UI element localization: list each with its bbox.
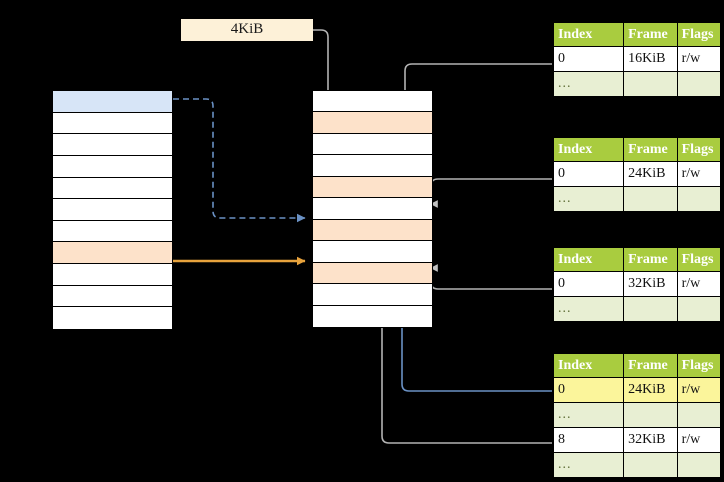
page-table-cell-flags[interactable]: r/w: [676, 161, 722, 187]
virtual-address-table-row[interactable]: [53, 264, 172, 286]
page-table-cell-index[interactable]: 8: [552, 427, 625, 453]
page-table-header-frame: Frame: [623, 353, 678, 378]
page-table-header-frame: Frame: [623, 247, 678, 272]
page-table-cell-index[interactable]: 0: [552, 271, 625, 297]
page-table-cell-index[interactable]: ...: [552, 71, 625, 97]
page-table-ellipsis-row[interactable]: ...: [552, 186, 722, 212]
page-table-header-frame: Frame: [623, 22, 678, 47]
wire-pt3-to-directory: [430, 264, 552, 290]
wire-vaddr-row0-to-directory: [173, 98, 306, 223]
page-directory-table-row[interactable]: [313, 91, 432, 113]
page-table-cell-flags[interactable]: r/w: [676, 46, 722, 72]
page-table-cell-index[interactable]: ...: [552, 452, 625, 478]
virtual-address-table: [52, 90, 173, 330]
page-table-ellipsis-row[interactable]: ...: [552, 71, 722, 97]
page-table-header-flags: Flags: [676, 22, 722, 47]
page-table-header-index: Index: [552, 22, 625, 47]
page-table-header-index: Index: [552, 353, 625, 378]
page-table-cell-flags[interactable]: r/w: [676, 271, 722, 297]
wire-directory-to-pt2: [430, 178, 552, 208]
page-table-cell-flags[interactable]: r/w: [676, 427, 722, 453]
page-table-cell-frame[interactable]: 24KiB: [623, 161, 678, 187]
page-table-cell-flags[interactable]: r/w: [676, 377, 722, 403]
page-directory-table-row[interactable]: [313, 155, 432, 177]
page-table-cell-flags[interactable]: [676, 186, 722, 212]
page-table-ellipsis-row[interactable]: ...: [552, 402, 722, 428]
page-table-cell-frame[interactable]: [623, 71, 678, 97]
page-table-cell-index[interactable]: ...: [552, 296, 625, 322]
virtual-address-table-row[interactable]: [53, 112, 172, 135]
page-table-cell-flags[interactable]: [676, 71, 722, 97]
page-table-cell-index[interactable]: ...: [552, 186, 625, 212]
page-directory-table-row[interactable]: [313, 241, 432, 263]
page-table-cell-index[interactable]: 0: [552, 377, 625, 403]
page-table-ellipsis-row[interactable]: ...: [552, 452, 722, 478]
page-directory-table-row[interactable]: [313, 176, 432, 199]
virtual-address-table-row[interactable]: [53, 177, 172, 200]
virtual-address-table-row[interactable]: [53, 307, 172, 329]
page-table-header-flags: Flags: [676, 137, 722, 162]
page-directory-table-row[interactable]: [313, 284, 432, 306]
page-table-ellipsis-row[interactable]: ...: [552, 296, 722, 322]
page-table-cell-index[interactable]: 0: [552, 161, 625, 187]
virtual-address-table-row[interactable]: [53, 199, 172, 221]
virtual-address-table-row[interactable]: [53, 91, 172, 113]
page-directory-table-row[interactable]: [313, 219, 432, 242]
page-table-cell-flags[interactable]: [676, 296, 722, 322]
page-table-header-flags: Flags: [676, 353, 722, 378]
page-table-cell-index[interactable]: ...: [552, 402, 625, 428]
page-table-cell-frame[interactable]: [623, 296, 678, 322]
page-table-header-flags: Flags: [676, 247, 722, 272]
page-table-cell-frame[interactable]: [623, 186, 678, 212]
page-table-cell-frame[interactable]: [623, 402, 678, 428]
virtual-address-table-row[interactable]: [53, 285, 172, 308]
virtual-address-table-row[interactable]: [53, 155, 172, 178]
page-table-cell-flags[interactable]: [676, 402, 722, 428]
page-size-label: 4KiB: [181, 19, 313, 41]
page-table-cell-frame[interactable]: 32KiB: [623, 427, 678, 453]
page-size-label-text: 4KiB: [230, 21, 264, 37]
page-table-cell-frame[interactable]: [623, 452, 678, 478]
page-directory-table: [312, 90, 433, 328]
page-table-header-index: Index: [552, 247, 625, 272]
page-table-cell-frame[interactable]: 32KiB: [623, 271, 678, 297]
virtual-address-table-row[interactable]: [53, 242, 172, 264]
page-directory-table-row[interactable]: [313, 198, 432, 220]
page-table-header-index: Index: [552, 137, 625, 162]
page-table-cell-index[interactable]: 0: [552, 46, 625, 72]
page-directory-table-row[interactable]: [313, 112, 432, 134]
page-table-cell-flags[interactable]: [676, 452, 722, 478]
virtual-address-table-row[interactable]: [53, 220, 172, 243]
page-directory-table-row[interactable]: [313, 262, 432, 285]
page-table-cell-frame[interactable]: 24KiB: [623, 377, 678, 403]
page-table-cell-frame[interactable]: 16KiB: [623, 46, 678, 72]
page-directory-table-row[interactable]: [313, 133, 432, 156]
page-directory-table-row[interactable]: [313, 305, 432, 327]
page-table-header-frame: Frame: [623, 137, 678, 162]
virtual-address-table-row[interactable]: [53, 134, 172, 156]
